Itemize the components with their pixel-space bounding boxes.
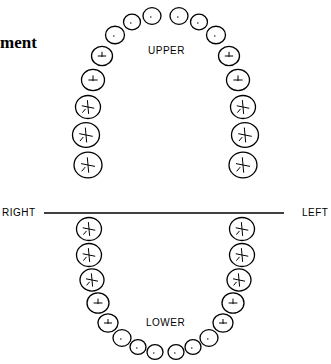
tooth-fissure: [238, 128, 252, 143]
side-label: RIGHT: [2, 208, 36, 218]
tooth-fissure: [83, 222, 96, 236]
arch-label: LOWER: [146, 318, 185, 328]
tooth-outline: [200, 330, 218, 347]
tooth-fissure: [214, 36, 216, 37]
tooth-fissure: [82, 100, 95, 114]
tooth-outline: [230, 244, 255, 267]
tooth-outline: [227, 269, 251, 291]
tooth-fissure: [229, 299, 238, 305]
tooth-fissure: [236, 157, 250, 172]
tooth-fissure: [236, 222, 249, 236]
tooth-fissure: [130, 23, 132, 24]
tooth-fissure: [197, 23, 199, 24]
tooth-outline: [232, 123, 259, 148]
arch-label: UPPER: [148, 46, 185, 56]
tooth-fissure: [177, 17, 179, 18]
tooth-outline: [76, 96, 101, 119]
tooth-outline: [143, 8, 161, 25]
tooth-outline: [222, 293, 244, 313]
tooth-outline: [168, 345, 184, 360]
tooth-fissure: [219, 319, 227, 324]
tooth-outline: [82, 69, 105, 90]
tooth-outline: [80, 269, 104, 291]
tooth-fissure: [153, 353, 155, 354]
midline: [44, 212, 284, 213]
tooth-fissure: [237, 100, 250, 114]
tooth-outline: [231, 96, 256, 119]
tooth-outline: [73, 123, 100, 148]
tooth-outline: [92, 46, 113, 65]
side-label: LEFT: [302, 208, 328, 218]
tooth-outline: [170, 8, 188, 25]
tooth-outline: [191, 14, 208, 30]
tooth-fissure: [120, 339, 122, 340]
tooth-outline: [207, 26, 226, 43]
tooth-outline: [106, 26, 125, 43]
tooth-fissure: [136, 348, 138, 349]
tooth-outline: [213, 314, 233, 332]
tooth-fissure: [150, 17, 152, 18]
tooth-fissure: [174, 353, 176, 354]
tooth-outline: [98, 314, 118, 332]
tooth-fissure: [113, 36, 115, 37]
tooth-outline: [77, 218, 102, 241]
tooth-fissure: [207, 339, 209, 340]
tooth-fissure: [86, 273, 98, 286]
tooth-fissure: [94, 299, 103, 305]
tooth-fissure: [236, 248, 249, 262]
tooth-outline: [229, 152, 257, 178]
tooth-fissure: [233, 273, 245, 286]
tooth-outline: [113, 330, 131, 347]
tooth-outline: [77, 244, 102, 267]
tooth-outline: [230, 218, 255, 241]
teeth-group: [73, 8, 259, 360]
heading-fragment: ment: [0, 34, 37, 51]
tooth-outline: [74, 152, 102, 178]
tooth-fissure: [83, 248, 96, 262]
tooth-outline: [124, 14, 141, 30]
tooth-outline: [227, 69, 250, 90]
tooth-fissure: [79, 128, 93, 143]
tooth-fissure: [98, 52, 106, 57]
tooth-outline: [147, 345, 163, 360]
tooth-fissure: [225, 52, 233, 57]
tooth-fissure: [104, 319, 112, 324]
tooth-fissure: [88, 75, 97, 81]
tooth-fissure: [233, 75, 242, 81]
tooth-outline: [219, 46, 240, 65]
tooth-outline: [87, 293, 109, 313]
tooth-fissure: [81, 157, 95, 172]
tooth-fissure: [191, 348, 193, 349]
tooth-outline: [185, 340, 201, 355]
tooth-outline: [130, 340, 146, 355]
